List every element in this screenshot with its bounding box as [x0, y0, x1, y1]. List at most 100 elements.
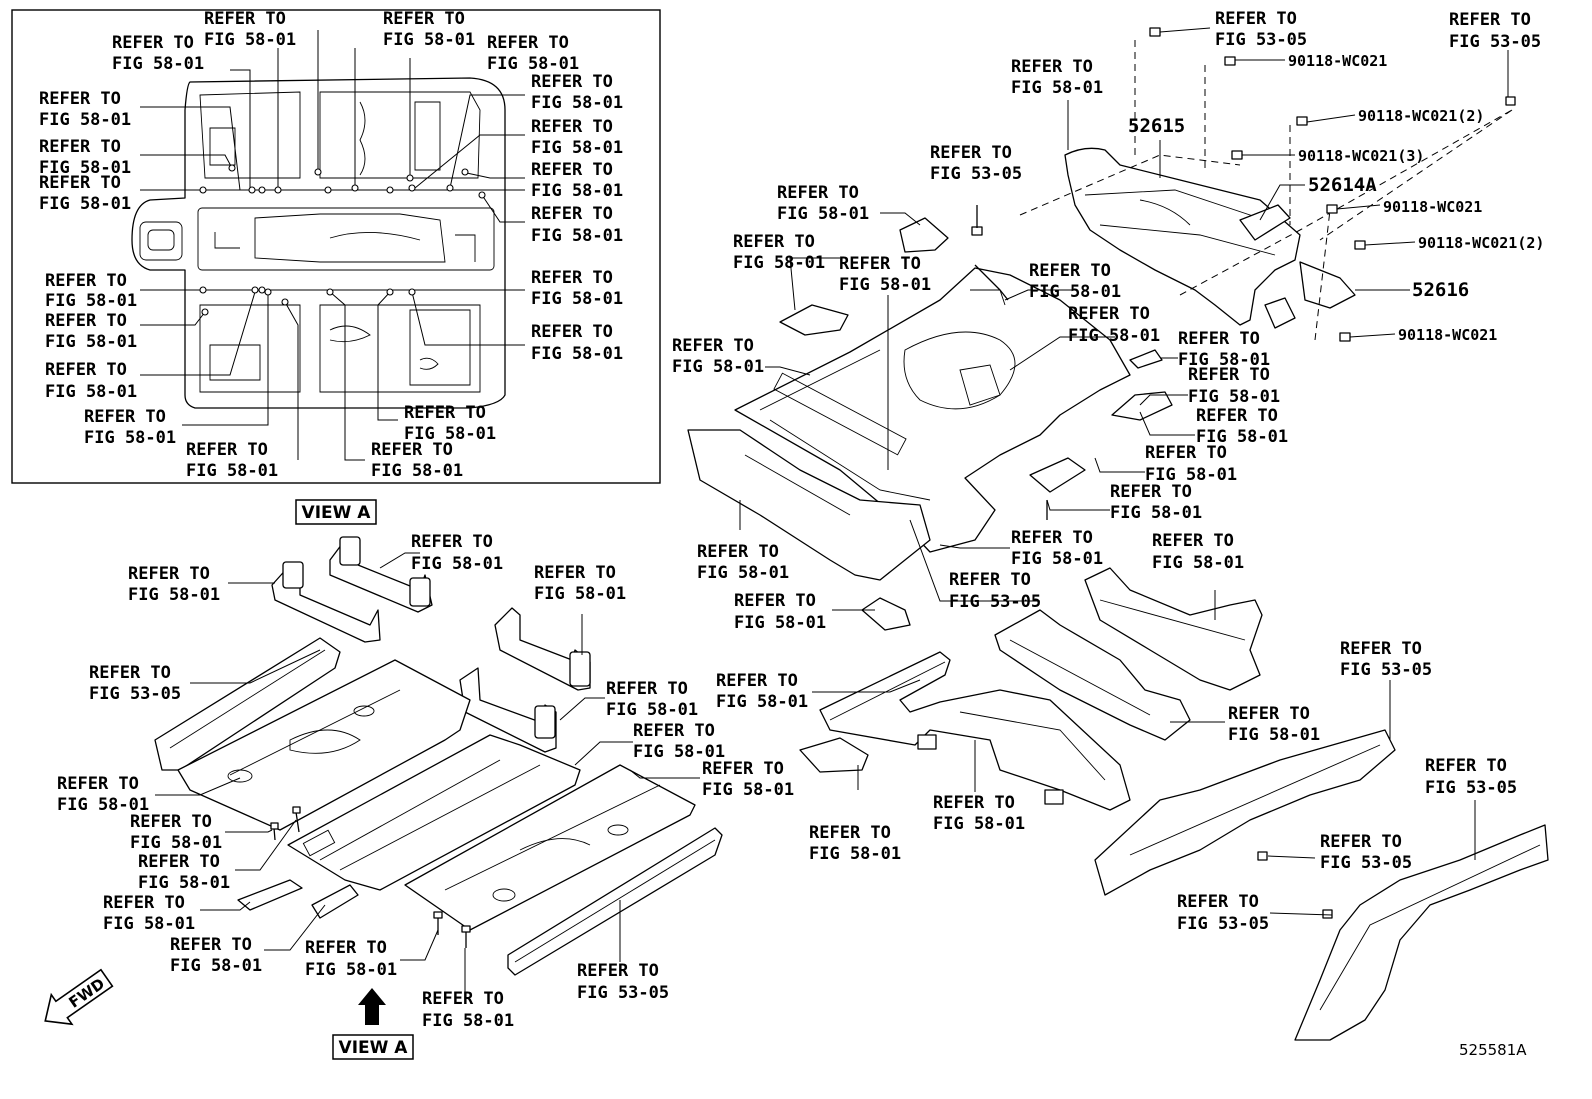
svg-text:REFER TO: REFER TO [57, 774, 139, 794]
view-a-label-top: VIEW A [295, 499, 377, 525]
svg-text:VIEW A: VIEW A [339, 1038, 409, 1058]
svg-text:REFER TO: REFER TO [531, 322, 613, 342]
svg-text:REFER TO: REFER TO [777, 183, 859, 203]
svg-text:REFER TO: REFER TO [305, 938, 387, 958]
svg-text:FIG 58-01: FIG 58-01 [672, 357, 764, 377]
svg-text:REFER TO: REFER TO [383, 9, 465, 29]
svg-text:REFER TO: REFER TO [1152, 531, 1234, 551]
svg-text:REFER TO: REFER TO [531, 160, 613, 180]
svg-text:FIG 58-01: FIG 58-01 [39, 194, 131, 214]
svg-text:FIG 58-01: FIG 58-01 [45, 382, 137, 402]
svg-text:REFER TO: REFER TO [45, 360, 127, 380]
svg-text:FIG 58-01: FIG 58-01 [1068, 326, 1160, 346]
svg-text:FIG 58-01: FIG 58-01 [734, 613, 826, 633]
svg-text:REFER TO: REFER TO [1188, 365, 1270, 385]
svg-text:FIG 58-01: FIG 58-01 [697, 563, 789, 583]
svg-text:FIG 58-01: FIG 58-01 [531, 289, 623, 309]
svg-text:REFER TO: REFER TO [839, 254, 921, 274]
fwd-arrow: FWD [44, 968, 114, 1026]
svg-text:FIG 58-01: FIG 58-01 [702, 780, 794, 800]
svg-text:FIG 58-01: FIG 58-01 [383, 30, 475, 50]
svg-text:FIG 53-05: FIG 53-05 [1320, 853, 1412, 873]
svg-text:FIG 53-05: FIG 53-05 [1215, 30, 1307, 50]
svg-text:REFER TO: REFER TO [1320, 832, 1402, 852]
svg-text:REFER TO: REFER TO [1178, 329, 1260, 349]
svg-text:REFER TO: REFER TO [697, 542, 779, 562]
svg-text:FIG 58-01: FIG 58-01 [933, 814, 1025, 834]
bolt-number-2: 90118-WC021(2) [1358, 107, 1484, 125]
svg-text:REFER TO: REFER TO [531, 72, 613, 92]
svg-text:REFER TO: REFER TO [170, 935, 252, 955]
svg-text:REFER TO: REFER TO [633, 721, 715, 741]
svg-text:FIG 58-01: FIG 58-01 [1029, 282, 1121, 302]
svg-text:REFER TO: REFER TO [531, 117, 613, 137]
rear-crossmember [971, 27, 1516, 342]
svg-text:FIG 58-01: FIG 58-01 [45, 332, 137, 352]
svg-text:FIG 58-01: FIG 58-01 [128, 585, 220, 605]
svg-text:FIG 58-01: FIG 58-01 [186, 461, 278, 481]
svg-text:FIG 58-01: FIG 58-01 [809, 844, 901, 864]
svg-text:REFER TO: REFER TO [45, 311, 127, 331]
svg-text:FIG 53-05: FIG 53-05 [1177, 914, 1269, 934]
svg-text:FIG 58-01: FIG 58-01 [371, 461, 463, 481]
svg-text:FIG 58-01: FIG 58-01 [531, 181, 623, 201]
svg-text:FIG 58-01: FIG 58-01 [1011, 549, 1103, 569]
svg-text:REFER TO: REFER TO [89, 663, 171, 683]
svg-text:FIG 53-05: FIG 53-05 [89, 684, 181, 704]
svg-text:FIG 58-01: FIG 58-01 [531, 344, 623, 364]
svg-text:REFER TO: REFER TO [1215, 9, 1297, 29]
svg-text:VIEW A: VIEW A [302, 503, 372, 523]
svg-text:REFER TO: REFER TO [138, 852, 220, 872]
svg-text:REFER TO: REFER TO [130, 812, 212, 832]
svg-text:FIG 58-01: FIG 58-01 [733, 253, 825, 273]
bolt-number-4: 90118-WC021 [1383, 198, 1482, 216]
svg-text:REFER TO: REFER TO [1011, 57, 1093, 77]
svg-text:FIG 58-01: FIG 58-01 [606, 700, 698, 720]
svg-text:REFER TO: REFER TO [672, 336, 754, 356]
svg-text:REFER TO: REFER TO [45, 271, 127, 291]
svg-text:REFER TO: REFER TO [531, 204, 613, 224]
svg-text:REFER TO: REFER TO [128, 564, 210, 584]
bolt-number-6: 90118-WC021 [1398, 326, 1497, 344]
part-number-52616: 52616 [1412, 279, 1469, 301]
part-number-labels: 52615 52614A 52616 90118-WC021 90118-WC0… [1128, 52, 1544, 344]
svg-text:FIG 58-01: FIG 58-01 [103, 914, 195, 934]
svg-text:REFER TO: REFER TO [404, 403, 486, 423]
view-a-inset [11, 9, 661, 484]
svg-text:FIG 58-01: FIG 58-01 [130, 833, 222, 853]
view-a-label-bottom: VIEW A [332, 1034, 414, 1060]
